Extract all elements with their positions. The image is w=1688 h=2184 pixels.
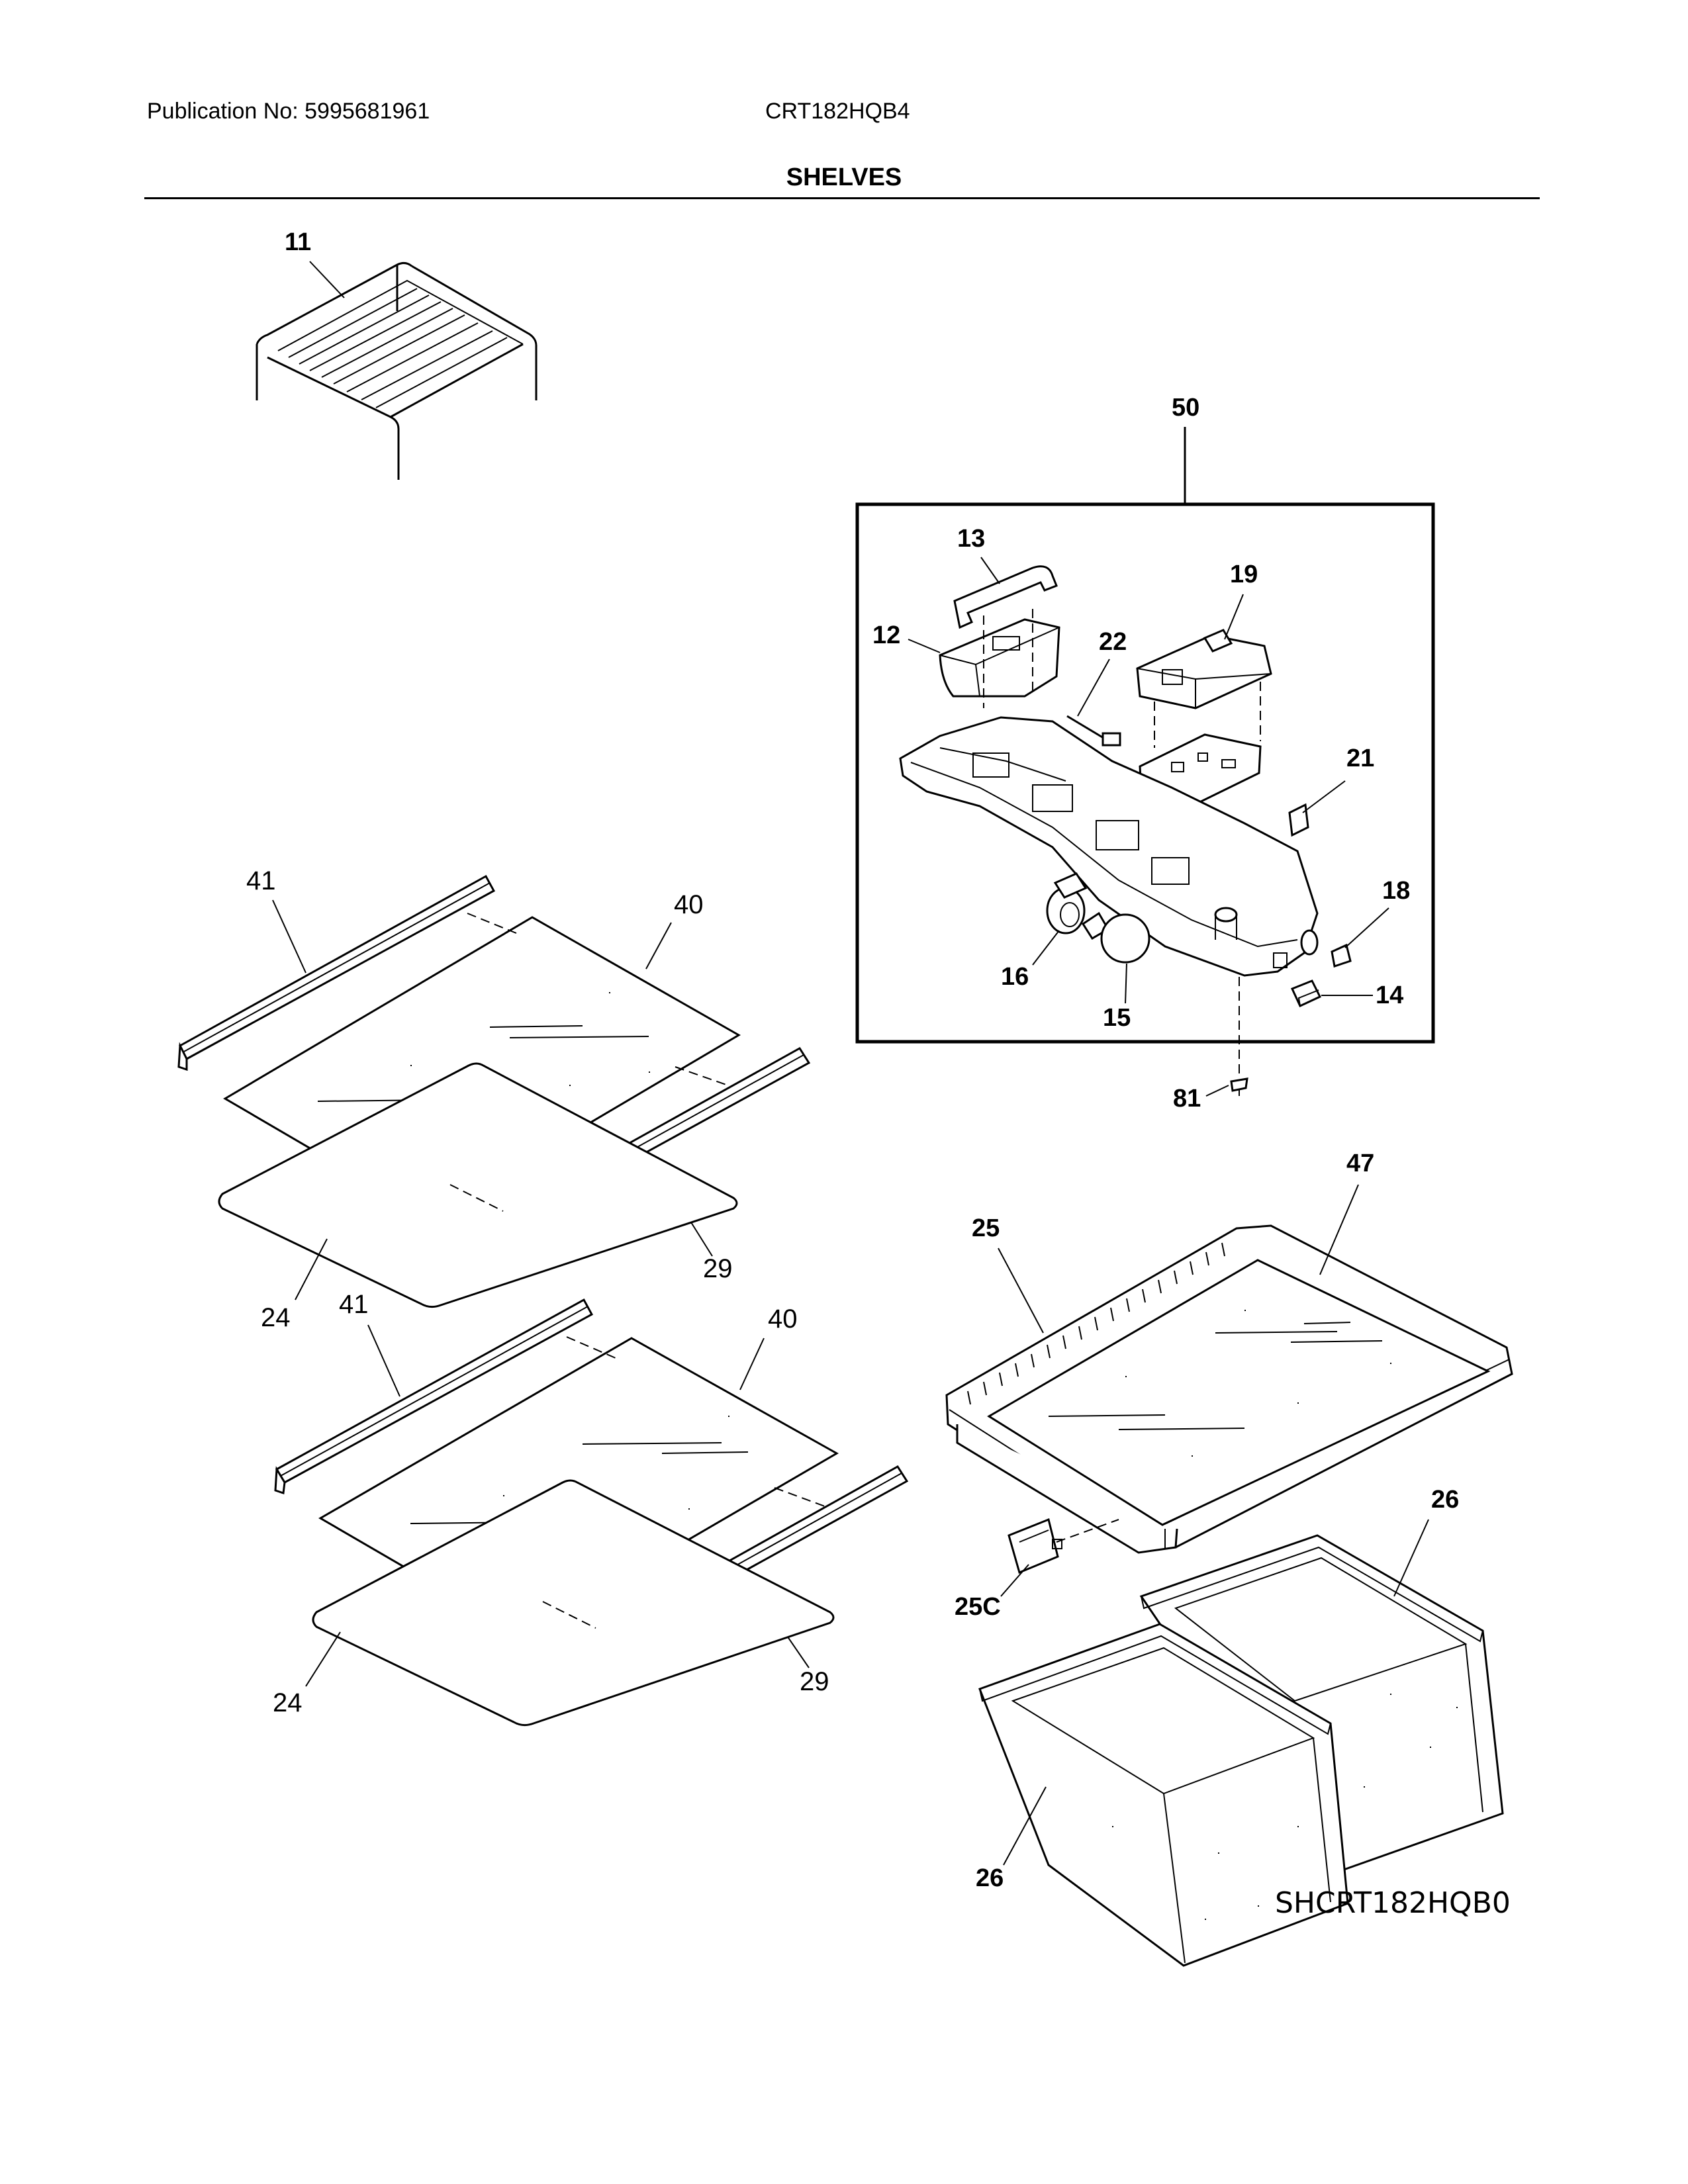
- leader-22: [1077, 659, 1110, 717]
- leader-26-left: [1003, 1786, 1047, 1866]
- leader-25: [998, 1248, 1044, 1334]
- header-rule: [144, 197, 1540, 199]
- vent-slots: [967, 1242, 1225, 1405]
- leader-24-upper: [295, 1238, 328, 1300]
- leader-41-lower: [367, 1324, 400, 1397]
- callout-40-lower: 40: [768, 1304, 798, 1334]
- callout-14: 14: [1376, 981, 1403, 1009]
- callout-24-lower: 24: [273, 1688, 303, 1717]
- callout-25C: 25C: [955, 1593, 1001, 1621]
- section-title: SHELVES: [786, 163, 902, 191]
- leader-15: [1125, 963, 1127, 1004]
- callout-25: 25: [972, 1214, 1000, 1242]
- leader-21: [1302, 780, 1346, 813]
- leader-13: [980, 557, 1000, 584]
- callout-19: 19: [1230, 561, 1258, 588]
- callout-22: 22: [1099, 628, 1127, 656]
- callout-29-upper: 29: [703, 1254, 733, 1283]
- callout-50: 50: [1172, 394, 1199, 422]
- callout-16: 16: [1001, 963, 1029, 991]
- part-control-housing: [899, 716, 1319, 977]
- part-24-shelf-frame-lower: [312, 1479, 835, 1727]
- leader-12: [908, 639, 941, 653]
- part-16-lamp-socket: [1046, 872, 1088, 934]
- leader-81: [1205, 1085, 1229, 1097]
- dashlines-upper-shelf: [449, 913, 729, 1212]
- callout-47: 47: [1346, 1150, 1374, 1177]
- callout-26-left: 26: [976, 1864, 1004, 1892]
- part-47-crisper-cover-glass: [987, 1259, 1491, 1526]
- part-41-shelf-rail-upper: [177, 874, 496, 1071]
- model-number: CRT182HQB4: [765, 99, 910, 124]
- callout-26-right: 26: [1431, 1486, 1459, 1514]
- part-26-crisper-drawer-left: [978, 1623, 1349, 1967]
- dashline-25C: [1056, 1519, 1119, 1543]
- callout-40-upper: 40: [674, 890, 704, 919]
- publication-number: Publication No: 5995681961: [147, 99, 430, 124]
- part-15-light-bulb: [1081, 911, 1150, 964]
- assembly-50-frame: [855, 502, 1435, 1044]
- part-25C-humidity-slide: [1008, 1518, 1062, 1574]
- part-24-shelf-frame-upper: [218, 1062, 738, 1308]
- callout-41-upper: 41: [246, 866, 276, 895]
- leader-40-lower: [739, 1338, 765, 1390]
- part-19-temperature-control: [1136, 629, 1272, 709]
- leader-16: [1032, 930, 1060, 966]
- part-11-wire-shelf: [256, 261, 538, 480]
- part-81-screw: [1230, 1077, 1248, 1096]
- leader-40-upper: [645, 922, 672, 970]
- part-13-cover-handle: [953, 565, 1058, 629]
- leader-11: [309, 261, 345, 298]
- callout-81: 81: [1173, 1085, 1201, 1113]
- leader-19: [1224, 594, 1244, 640]
- callout-18: 18: [1382, 877, 1410, 905]
- callout-13: 13: [957, 525, 985, 553]
- part-22-sensor: [1066, 715, 1121, 747]
- part-41-shelf-rail-lower: [274, 1298, 594, 1495]
- leader-41-upper: [272, 899, 306, 974]
- callout-21: 21: [1346, 745, 1374, 772]
- leader-18: [1344, 907, 1389, 948]
- part-21-clip: [1288, 803, 1309, 837]
- part-18-knob: [1331, 943, 1352, 968]
- dashlines-lower-shelf: [542, 1336, 825, 1629]
- callout-15: 15: [1103, 1004, 1131, 1032]
- callout-29-lower: 29: [800, 1667, 829, 1696]
- part-14-switch: [1290, 979, 1322, 1007]
- leader-47: [1319, 1184, 1359, 1275]
- part-12-light-shield: [939, 618, 1060, 698]
- callout-12: 12: [872, 621, 900, 649]
- diagram-code: SHCRT182HQB0: [1275, 1886, 1511, 1920]
- callout-24-upper: 24: [261, 1303, 291, 1332]
- callout-11: 11: [285, 228, 311, 256]
- leader-24-lower: [305, 1631, 341, 1687]
- callout-41-lower: 41: [339, 1290, 369, 1319]
- leader-26-right: [1393, 1519, 1429, 1597]
- leader-25C: [1000, 1564, 1029, 1597]
